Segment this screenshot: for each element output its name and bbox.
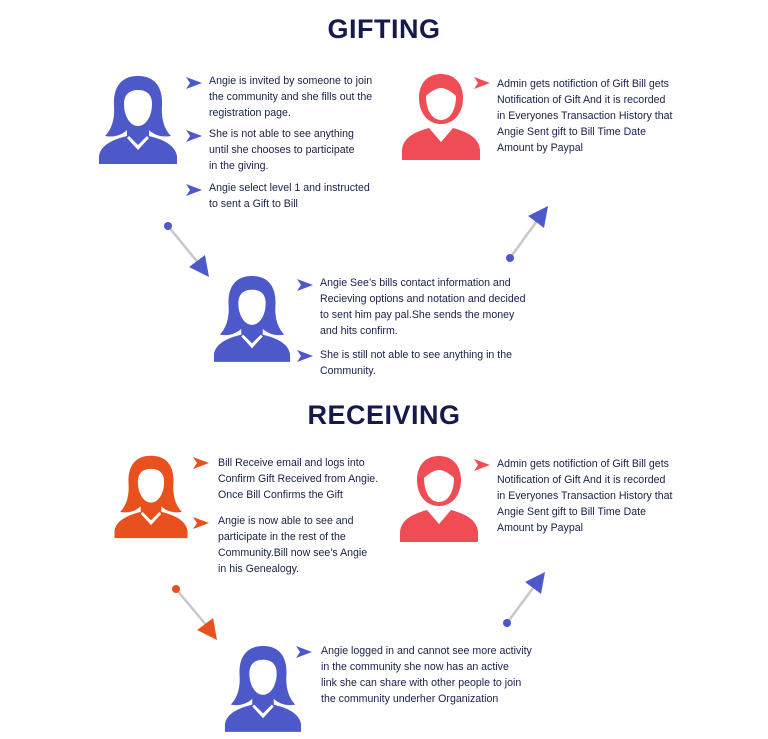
bill-orange-icon	[114, 455, 188, 539]
bullet-arrow-icon	[296, 646, 312, 658]
bullet-arrow-icon	[193, 517, 209, 529]
arrow-receiving-up	[503, 572, 545, 627]
gifting-angie2-point-2: She is still not able to see anything in…	[320, 349, 512, 377]
angie-female-icon-2	[213, 276, 291, 362]
gifting-angie2-point-1: Angie See’s bills contact information an…	[320, 277, 526, 337]
bullet-arrow-icon	[474, 77, 490, 89]
admin-male-icon-2	[400, 456, 478, 542]
admin-male-icon	[402, 74, 480, 160]
angie-female-icon-3	[224, 646, 302, 732]
bullet-arrow-icon	[186, 77, 202, 89]
angie-female-icon	[99, 76, 177, 164]
receiving-admin-point: Admin gets notifiction of Gift Bill gets…	[497, 458, 673, 534]
arrow-gifting-down	[164, 222, 209, 277]
bullet-arrow-icon	[474, 459, 490, 471]
gifting-admin-point: Admin gets notifiction of Gift Bill gets…	[497, 78, 673, 154]
gifting-title: GIFTING	[327, 14, 441, 44]
receiving-angie-point: Angie logged in and cannot see more acti…	[321, 645, 532, 705]
bullet-arrow-icon	[186, 184, 202, 196]
arrow-gifting-up	[506, 206, 548, 262]
receiving-title: RECEIVING	[307, 400, 461, 430]
arrow-receiving-down	[172, 585, 217, 640]
bullet-arrow-icon	[186, 130, 202, 142]
bullet-arrow-icon	[297, 350, 313, 362]
bullet-arrow-icon	[193, 457, 209, 469]
bullet-arrow-icon	[297, 279, 313, 291]
